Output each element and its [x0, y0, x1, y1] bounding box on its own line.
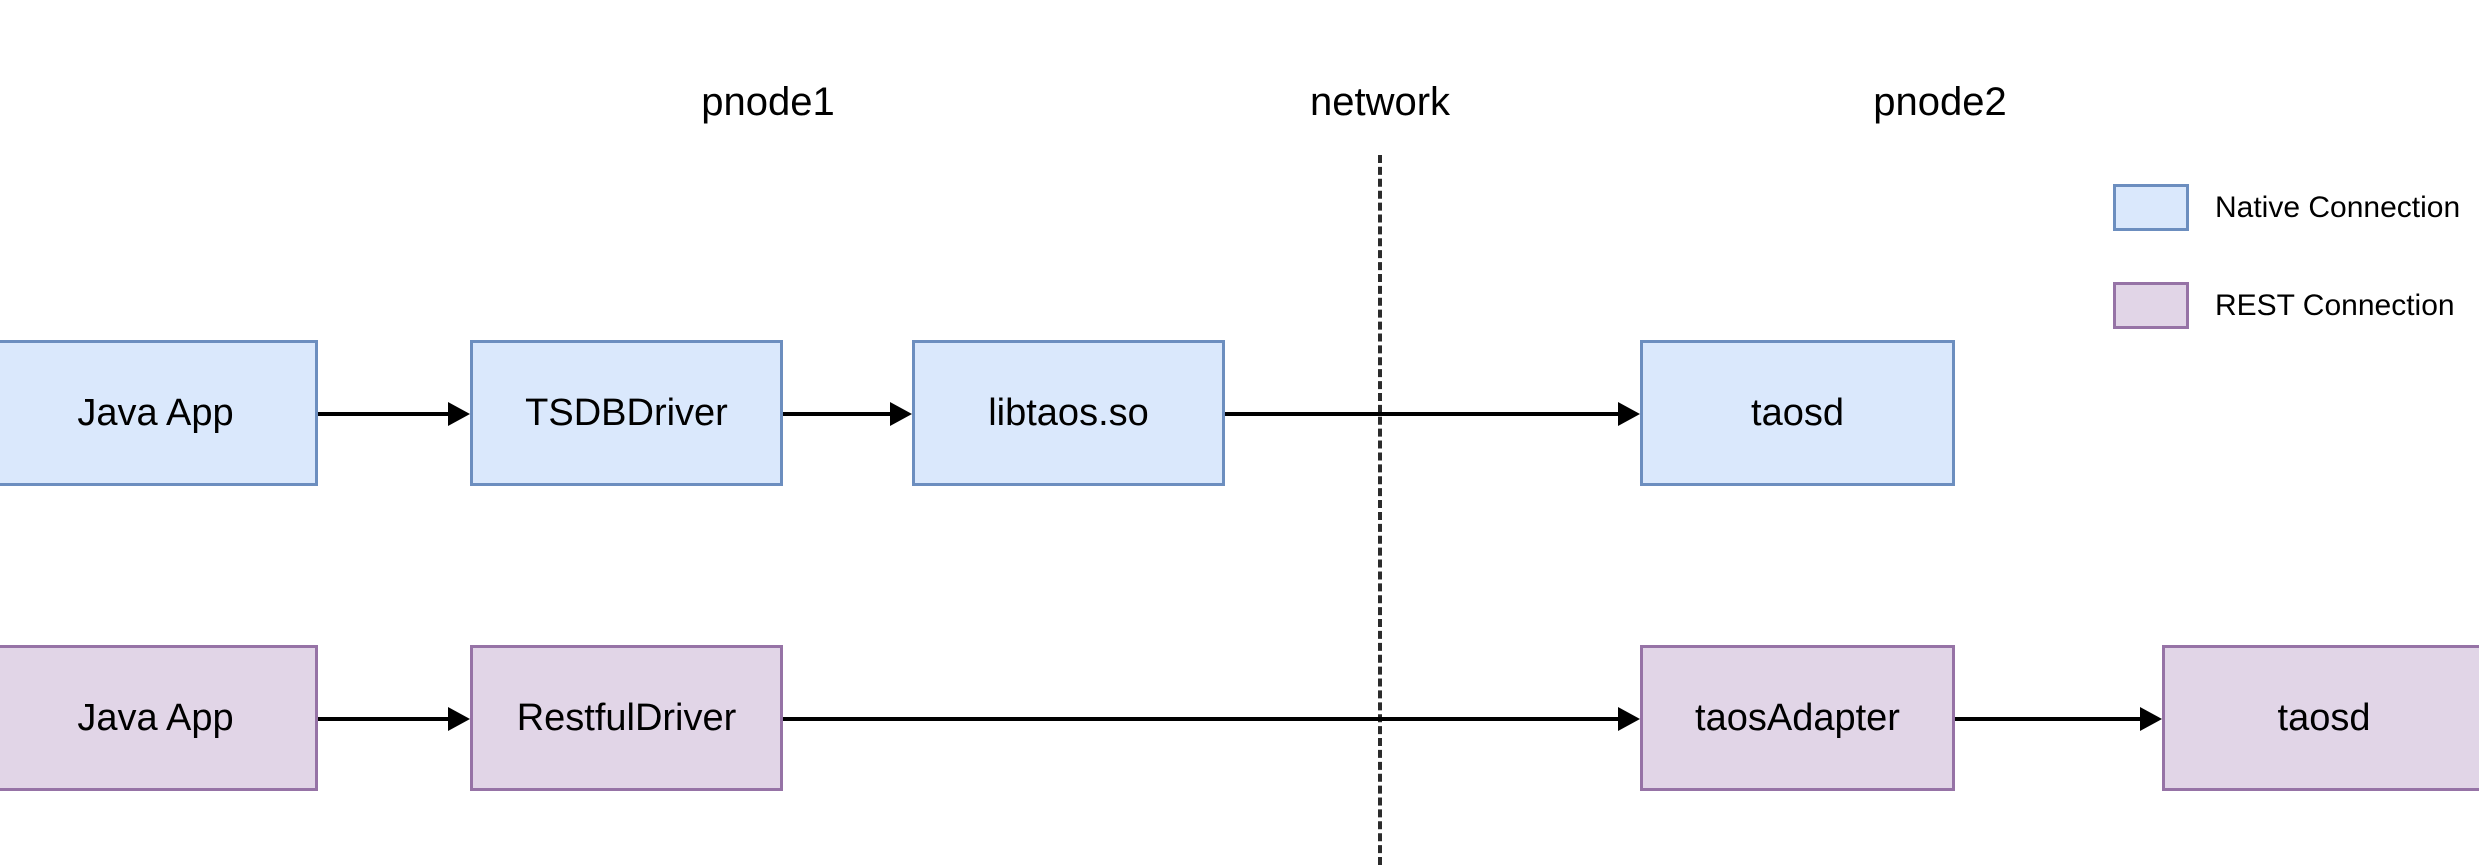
- legend-item-rest-connection: REST Connection: [2113, 282, 2455, 329]
- arrowhead-native-libtaos-to-taosd-icon: [1618, 402, 1640, 426]
- legend-item-native-connection: Native Connection: [2113, 184, 2460, 231]
- node-rest-java-app[interactable]: Java App: [0, 645, 318, 791]
- node-rest-taosd[interactable]: taosd: [2162, 645, 2479, 791]
- column-header-network: network: [1309, 80, 1451, 124]
- node-rest-restfuldriver[interactable]: RestfulDriver: [470, 645, 783, 791]
- legend-label-native-connection: Native Connection: [2215, 190, 2461, 224]
- arrowhead-native-tsdbdriver-to-libtaos-icon: [890, 402, 912, 426]
- connector-native-libtaos-to-taosd: [1225, 412, 1618, 416]
- legend-label-rest-connection: REST Connection: [2215, 288, 2455, 322]
- column-header-pnode2: pnode2: [1873, 80, 2007, 124]
- connector-rest-restfuldriver-to-taosadapter: [783, 717, 1618, 721]
- connector-native-tsdbdriver-to-libtaos: [783, 412, 890, 416]
- node-native-libtaos-so[interactable]: libtaos.so: [912, 340, 1225, 486]
- column-header-pnode1: pnode1: [701, 80, 835, 124]
- node-native-taosd[interactable]: taosd: [1640, 340, 1955, 486]
- connector-native-javaapp-to-tsdbdriver: [318, 412, 448, 416]
- connector-rest-javaapp-to-restfuldriver: [318, 717, 448, 721]
- arrowhead-rest-javaapp-to-restfuldriver-icon: [448, 707, 470, 731]
- node-native-tsdbdriver[interactable]: TSDBDriver: [470, 340, 783, 486]
- node-rest-taosadapter[interactable]: taosAdapter: [1640, 645, 1955, 791]
- legend-swatch-rest-icon: [2113, 282, 2189, 329]
- arrowhead-rest-restfuldriver-to-taosadapter-icon: [1618, 707, 1640, 731]
- arrowhead-rest-taosadapter-to-taosd-icon: [2140, 707, 2162, 731]
- arrowhead-native-javaapp-to-tsdbdriver-icon: [448, 402, 470, 426]
- connector-rest-taosadapter-to-taosd: [1955, 717, 2140, 721]
- legend-swatch-native-icon: [2113, 184, 2189, 231]
- network-divider-line: [1378, 155, 1382, 865]
- node-native-java-app[interactable]: Java App: [0, 340, 318, 486]
